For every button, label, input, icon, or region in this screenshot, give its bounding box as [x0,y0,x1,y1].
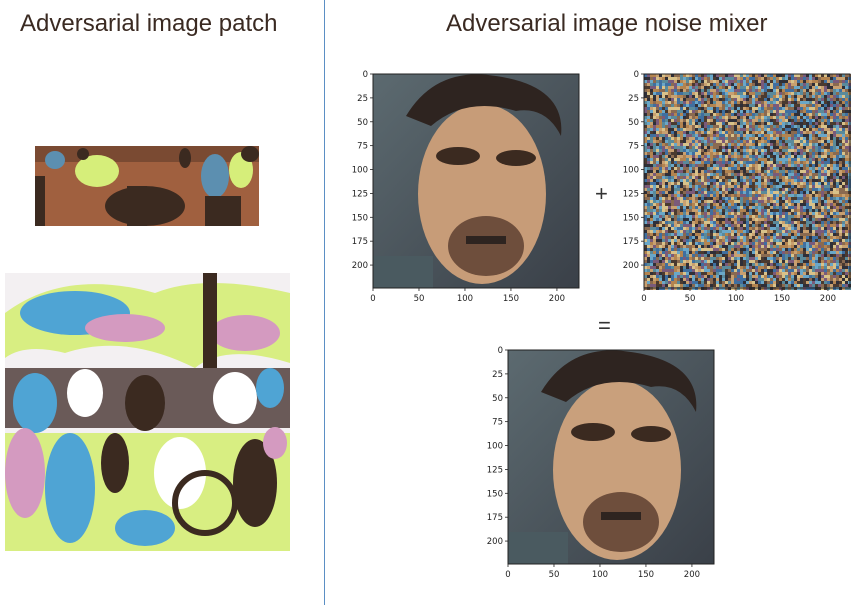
large-adversarial-patch [5,273,290,551]
y-tick-label: 175 [487,513,503,523]
x-tick-label: 100 [728,294,744,304]
y-tick-label: 200 [623,261,639,271]
x-tick-label: 100 [457,294,473,304]
y-tick-label: 50 [628,118,639,128]
y-tick-label: 100 [487,442,503,452]
x-tick-label: 150 [503,294,519,304]
y-tick-label: 100 [623,166,639,176]
y-axis-ticks: 0 25 50 75 100 125 150 175 200 [487,346,508,547]
y-tick-label: 0 [498,346,503,356]
noise-axes: 0 25 50 75 100 125 150 175 200 0 50 100 150 200 [623,70,851,304]
y-tick-label: 0 [634,70,639,80]
y-tick-label: 125 [487,465,503,475]
y-tick-label: 0 [363,70,368,80]
mixed-face-plot: 0 25 50 75 100 125 150 175 200 0 50 100 150 200 [481,342,721,582]
x-tick-label: 200 [684,570,700,580]
x-tick-label: 100 [592,570,608,580]
y-tick-label: 200 [487,537,503,547]
y-tick-label: 75 [492,418,503,428]
x-tick-label: 200 [820,294,836,304]
y-tick-label: 75 [357,142,368,152]
y-tick-label: 125 [352,189,368,199]
mixed-face-axes: 0 25 50 75 100 125 150 175 200 0 50 100 150 200 [487,346,715,580]
x-tick-label: 50 [549,570,560,580]
y-axis-ticks: 0 25 50 75 100 125 150 175 200 [623,70,644,271]
plus-operator: + [595,181,608,206]
y-tick-label: 125 [623,189,639,199]
equals-operator: = [598,313,611,338]
x-tick-label: 50 [414,294,425,304]
y-tick-label: 175 [623,237,639,247]
y-tick-label: 25 [492,370,503,380]
patch-title: Adversarial image patch [20,10,278,37]
y-tick-label: 50 [492,394,503,404]
x-tick-label: 0 [370,294,375,304]
y-tick-label: 25 [357,94,368,104]
y-tick-label: 100 [352,166,368,176]
y-tick-label: 150 [623,213,639,223]
x-axis-ticks: 0 50 100 150 200 [641,288,836,304]
x-tick-label: 150 [638,570,654,580]
section-divider [324,0,325,605]
y-tick-label: 150 [487,489,503,499]
y-tick-label: 75 [628,142,639,152]
original-face-axes: 0 25 50 75 100 125 150 175 200 0 50 100 150 200 [352,70,580,304]
y-tick-label: 175 [352,237,368,247]
x-tick-label: 50 [685,294,696,304]
mixer-title: Adversarial image noise mixer [446,10,768,37]
y-tick-label: 200 [352,261,368,271]
y-tick-label: 25 [628,94,639,104]
x-tick-label: 0 [505,570,510,580]
x-axis-ticks: 0 50 100 150 200 [505,564,700,580]
small-adversarial-patch [35,146,259,226]
y-tick-label: 150 [352,213,368,223]
y-axis-ticks: 0 25 50 75 100 125 150 175 200 [352,70,373,271]
original-face-plot: 0 25 50 75 100 125 150 175 200 0 50 100 150 200 [346,66,586,306]
x-tick-label: 150 [774,294,790,304]
x-axis-ticks: 0 50 100 150 200 [370,288,565,304]
x-tick-label: 0 [641,294,646,304]
noise-image [644,74,851,290]
noise-plot: 0 25 50 75 100 125 150 175 200 0 50 100 150 200 [617,66,854,306]
x-tick-label: 200 [549,294,565,304]
y-tick-label: 50 [357,118,368,128]
